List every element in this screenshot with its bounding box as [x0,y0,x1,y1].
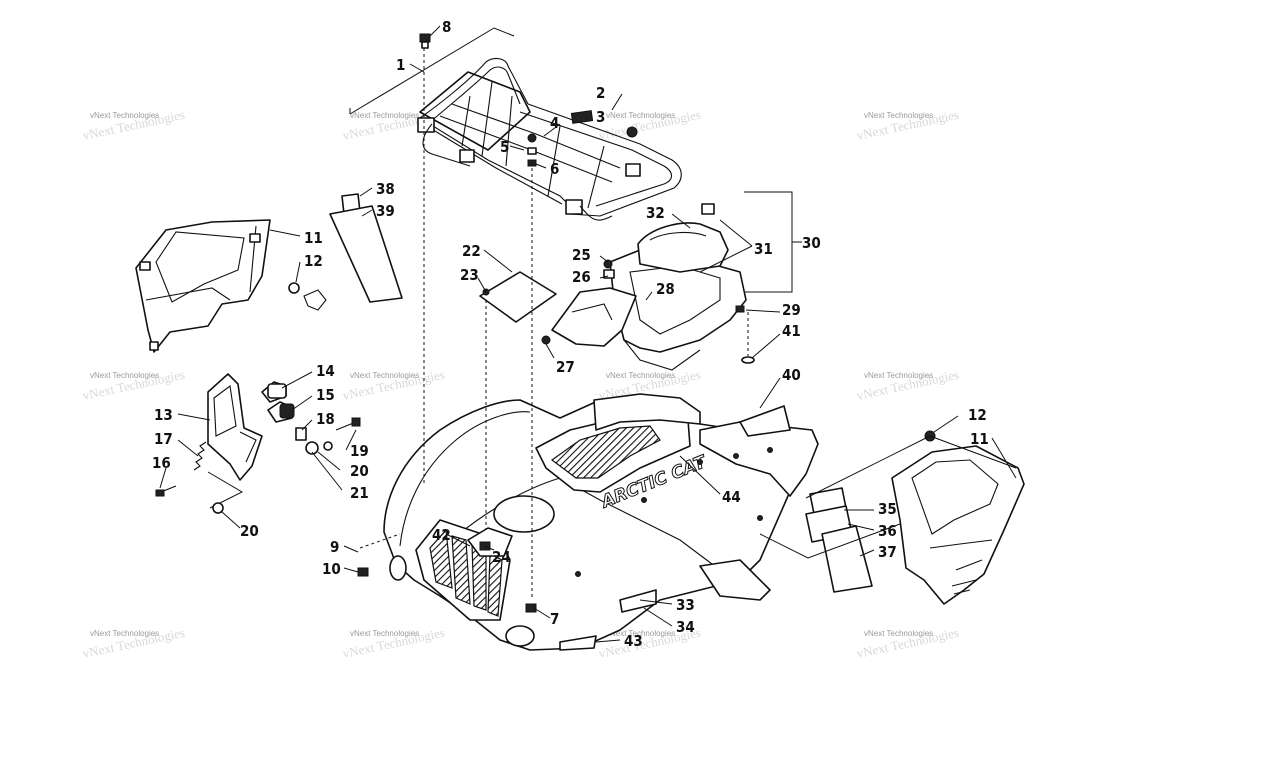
callout-32: 32 [646,204,665,222]
callout-41: 41 [782,322,801,340]
callout-39: 39 [376,202,395,220]
callout-5: 5 [500,138,509,156]
callout-12-left: 12 [304,252,323,270]
callout-22: 22 [462,242,481,260]
watermark-text: vNext Technologies [90,629,159,638]
callout-13: 13 [154,406,173,424]
callout-7: 7 [550,610,559,628]
callout-43: 43 [624,632,643,650]
watermark-text: vNext Technologies [350,111,419,120]
watermark-text: vNext Technologies [606,111,675,120]
callout-2: 2 [596,84,605,102]
callout-37: 37 [878,543,897,561]
callout-17: 17 [154,430,173,448]
callout-31: 31 [754,240,773,258]
callout-27: 27 [556,358,575,376]
callout-12-right: 12 [968,406,987,424]
callout-30: 30 [802,234,821,252]
headlight-assembly [207,373,263,481]
callout-44: 44 [722,488,741,506]
callout-14: 14 [316,362,335,380]
callout-labels: 1 2 3 4 5 6 7 8 9 10 11 12 13 14 15 16 1… [152,18,989,650]
callout-10: 10 [322,560,341,578]
callout-25: 25 [572,246,591,264]
callout-1: 1 [396,56,405,74]
watermark-text: vNext Technologies [606,629,675,638]
callout-38: 38 [376,180,395,198]
rear-rack [417,57,682,221]
callout-9: 9 [330,538,339,556]
callout-15: 15 [316,386,335,404]
watermark-text: vNext Technologies [90,371,159,380]
watermark-text: vNext Technologies [864,371,933,380]
watermark-text: vNext Technologies [350,371,419,380]
bolt-8 [419,33,431,49]
callout-23: 23 [460,266,479,284]
callout-42: 42 [432,526,451,544]
watermark-text: vNext Technologies [350,629,419,638]
watermark-text: vNext Technologies [864,629,933,638]
watermark-text: vNext Technologies [864,111,933,120]
watermark-text: vNext Technologies [90,111,159,120]
callout-21: 21 [350,484,369,502]
callout-35: 35 [878,500,897,518]
callout-34: 34 [676,618,695,636]
callout-20: 20 [350,462,369,480]
callout-29: 29 [782,301,801,319]
callout-6: 6 [550,160,559,178]
callout-26: 26 [572,268,591,286]
callout-36: 36 [878,522,897,540]
left-side-panel [135,219,271,353]
callout-3: 3 [596,108,605,126]
callout-11-left: 11 [304,229,323,247]
callout-33: 33 [676,596,695,614]
callout-11-right: 11 [970,430,989,448]
storage-compartment [609,203,747,371]
callout-4: 4 [550,114,559,132]
callout-24: 24 [492,548,511,566]
callout-18: 18 [316,410,335,428]
callout-40: 40 [782,366,801,384]
right-side-panel [891,445,1025,605]
watermark-text: vNext Technologies [606,371,675,380]
callout-19: 19 [350,442,369,460]
callout-28: 28 [656,280,675,298]
callout-8: 8 [442,18,451,36]
callout-20b: 20 [240,522,259,540]
callout-16: 16 [152,454,171,472]
